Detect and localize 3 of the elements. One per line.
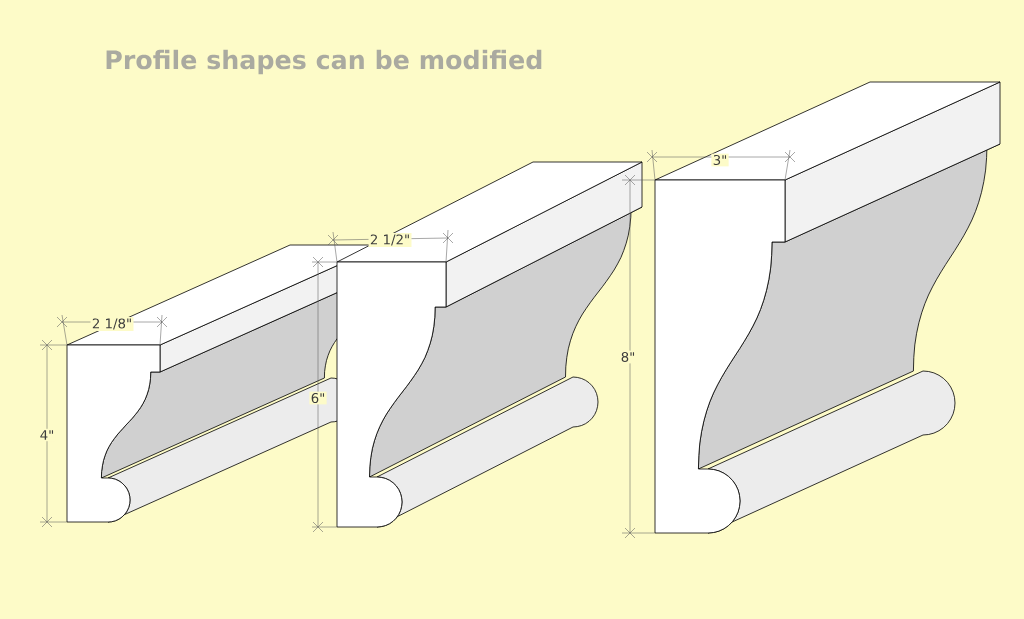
dimension-label: 2 1/8" bbox=[90, 317, 134, 331]
title: Profile shapes can be modified bbox=[106, 49, 542, 75]
dimension-label: 2 1/2" bbox=[368, 233, 412, 247]
